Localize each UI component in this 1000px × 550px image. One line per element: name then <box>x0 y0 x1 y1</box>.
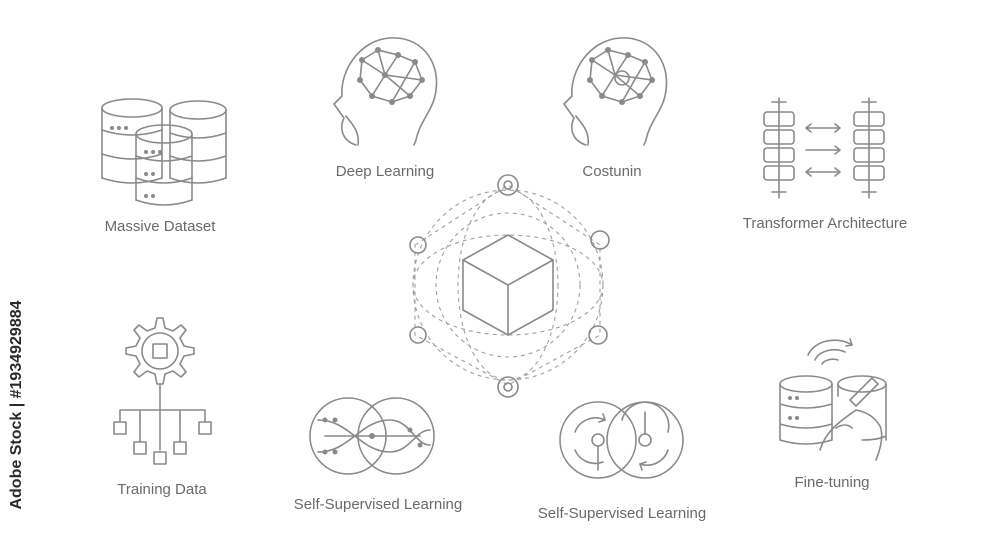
head-brain-icon <box>333 37 438 146</box>
label-transformer-architecture: Transformer Architecture <box>742 215 908 232</box>
overlap-circles-icon <box>309 397 435 475</box>
label-deep-learning: Deep Learning <box>335 163 435 180</box>
database-pen-icon <box>779 338 887 461</box>
cycle-circles-icon <box>559 401 684 479</box>
cube-orbit-icon <box>409 174 610 398</box>
label-self-supervised-learning-2: Self-Supervised Learning <box>537 505 707 522</box>
label-costunin: Costunin <box>582 163 642 180</box>
head-brain-icon <box>563 37 668 146</box>
label-fine-tuning: Fine-tuning <box>794 474 870 491</box>
label-massive-dataset: Massive Dataset <box>104 218 216 235</box>
gear-tree-icon <box>113 317 212 465</box>
stock-watermark: Adobe Stock | #1934929884 <box>8 300 25 510</box>
database-icon <box>101 98 227 206</box>
label-self-supervised-learning-1: Self-Supervised Learning <box>293 496 463 513</box>
transformer-icon <box>763 97 885 199</box>
label-training-data: Training Data <box>117 481 207 498</box>
